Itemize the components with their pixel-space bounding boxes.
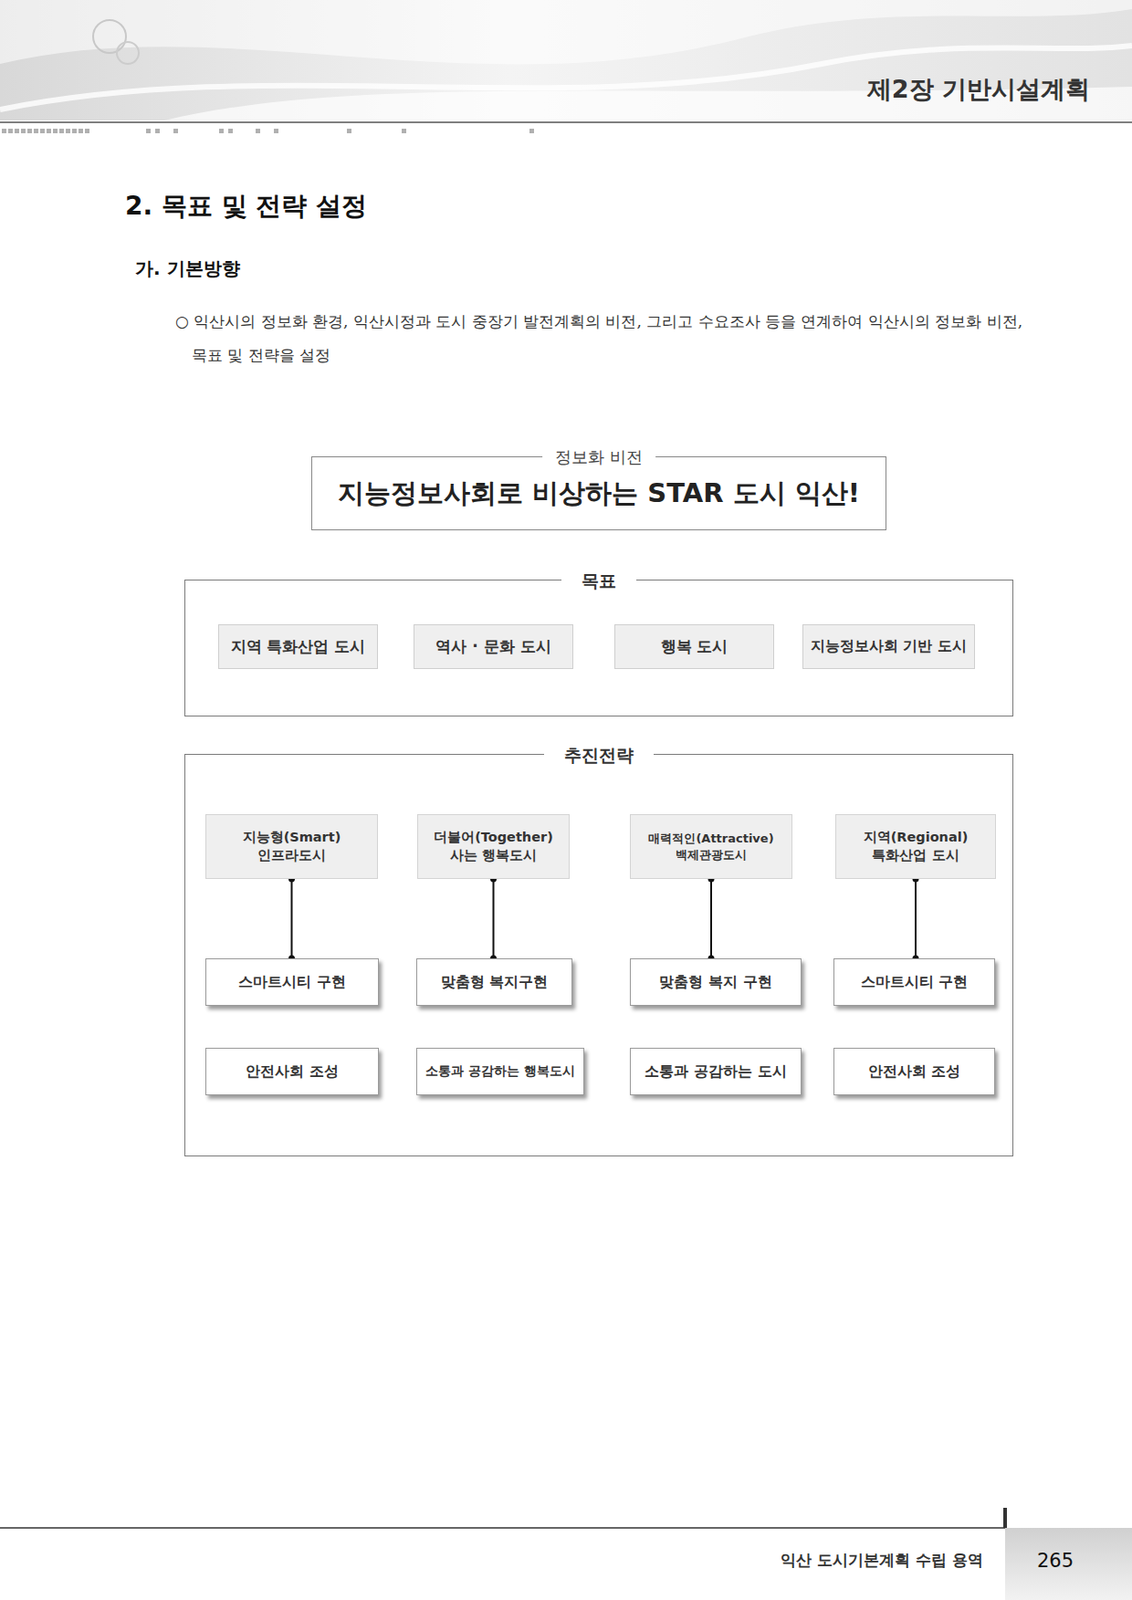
vision-statement: 지능정보사회로 비상하는 STAR 도시 익산!: [337, 475, 860, 513]
banner-wave: [0, 0, 1132, 64]
task-box: 안전사회 조성: [833, 1048, 996, 1096]
task-box: 소통과 공감하는 행복도시: [416, 1048, 585, 1096]
box-label: 안전사회 조성: [245, 1062, 339, 1082]
task-box: 맞춤형 복지구현: [416, 958, 573, 1007]
header-dot: [59, 128, 64, 134]
chapter-heading: 제2장 기반시설계획: [867, 73, 1091, 106]
panel-heading: 정보화 비전: [542, 446, 656, 469]
strategy-box: 지능형(Smart) 인프라도시: [205, 814, 378, 880]
banner-flower: [116, 41, 139, 64]
header-dot: [84, 128, 90, 134]
goal-box: 행복 도시: [614, 624, 775, 670]
connector: [912, 876, 920, 963]
panel-heading: 추진전략: [544, 744, 654, 768]
footer-tick: [1003, 1508, 1007, 1529]
box-label: 더불어(Together) 사는 행복도시: [431, 828, 556, 865]
footer-rule: [0, 1527, 1006, 1530]
header-dot: [52, 128, 58, 134]
header-dots: [1, 128, 535, 134]
task-box: 맞춤형 복지 구현: [629, 958, 802, 1007]
strategy-box: 매력적인(Attractive) 백제관광도시: [629, 814, 793, 880]
box-label: 지능정보사회 기반 도시: [810, 637, 967, 657]
banner-flower: [93, 20, 126, 53]
goal-panel: 목표지역 특화산업 도시역사 · 문화 도시행복 도시지능정보사회 기반 도시: [184, 579, 1014, 717]
header-dot: [155, 128, 160, 134]
connector: [288, 876, 295, 963]
header-dot: [78, 128, 84, 134]
box-label: 맞춤형 복지 구현: [659, 973, 772, 993]
connector: [708, 876, 715, 963]
header-dot: [1, 128, 7, 134]
box-label: 소통과 공감하는 행복도시: [425, 1063, 576, 1080]
subsection-heading: 가. 기본방향: [135, 256, 241, 282]
header-dot: [27, 128, 32, 134]
box-label: 맞춤형 복지구현: [440, 973, 549, 993]
header-dot: [228, 128, 233, 134]
goal-box: 지능정보사회 기반 도시: [802, 624, 975, 670]
goal-box: 역사 · 문화 도시: [413, 624, 574, 670]
box-label: 소통과 공감하는 도시: [644, 1062, 787, 1082]
box-label: 스마트시티 구현: [860, 973, 969, 993]
task-box: 안전사회 조성: [205, 1048, 379, 1096]
section-title: 2. 목표 및 전략 설정: [125, 188, 367, 224]
connector-line: [291, 879, 294, 959]
header-dot: [401, 128, 407, 134]
header-dot: [33, 128, 39, 134]
header-dot: [46, 128, 52, 134]
strategy-box: 지역(Regional) 특화산업 도시: [835, 814, 996, 880]
header-dot: [20, 128, 26, 134]
box-label: 매력적인(Attractive) 백제관광도시: [639, 830, 784, 863]
connector-line: [710, 879, 713, 959]
box-label: 행복 도시: [660, 636, 729, 658]
box-label: 지능형(Smart) 인프라도시: [241, 828, 343, 865]
task-box: 소통과 공감하는 도시: [629, 1048, 802, 1096]
page-number: 265: [1037, 1550, 1074, 1573]
task-box: 스마트시티 구현: [205, 958, 379, 1007]
connector: [490, 876, 497, 963]
connector-line: [492, 879, 495, 959]
header-dot: [273, 128, 279, 134]
task-box: 스마트시티 구현: [833, 958, 996, 1007]
header-dot: [346, 128, 352, 134]
strategy-panel: 추진전략지능형(Smart) 인프라도시더불어(Together) 사는 행복도…: [184, 754, 1014, 1157]
header-dot: [173, 128, 179, 134]
header-banner: [0, 0, 1132, 121]
panel-heading: 목표: [561, 569, 637, 594]
box-label: 스마트시티 구현: [238, 973, 346, 993]
header-dot: [14, 128, 20, 134]
header-dot: [529, 128, 535, 134]
box-label: 안전사회 조성: [868, 1062, 962, 1082]
goal-box: 지역 특화산업 도시: [218, 624, 378, 670]
vision-box: 정보화 비전지능정보사회로 비상하는 STAR 도시 익산!: [311, 456, 887, 531]
header-dot: [8, 128, 13, 134]
footer-title: 익산 도시기본계획 수립 용역: [780, 1550, 984, 1572]
box-label: 지역 특화산업 도시: [230, 636, 367, 658]
header-dot: [219, 128, 224, 134]
connector-line: [914, 879, 917, 959]
page-number-tab: [1005, 1528, 1132, 1600]
header-dot: [65, 128, 71, 134]
bullet-paragraph: ○ 익산시의 정보화 환경, 익산시정과 도시 중장기 발전계획의 비전, 그리…: [175, 304, 1037, 374]
header-rule: [0, 121, 1132, 124]
box-label: 지역(Regional) 특화산업 도시: [860, 828, 971, 865]
strategy-box: 더불어(Together) 사는 행복도시: [417, 814, 570, 880]
box-label: 역사 · 문화 도시: [435, 636, 551, 658]
header-dot: [40, 128, 45, 134]
header-dot: [72, 128, 77, 134]
header-dot: [255, 128, 261, 134]
header-dot: [146, 128, 151, 134]
